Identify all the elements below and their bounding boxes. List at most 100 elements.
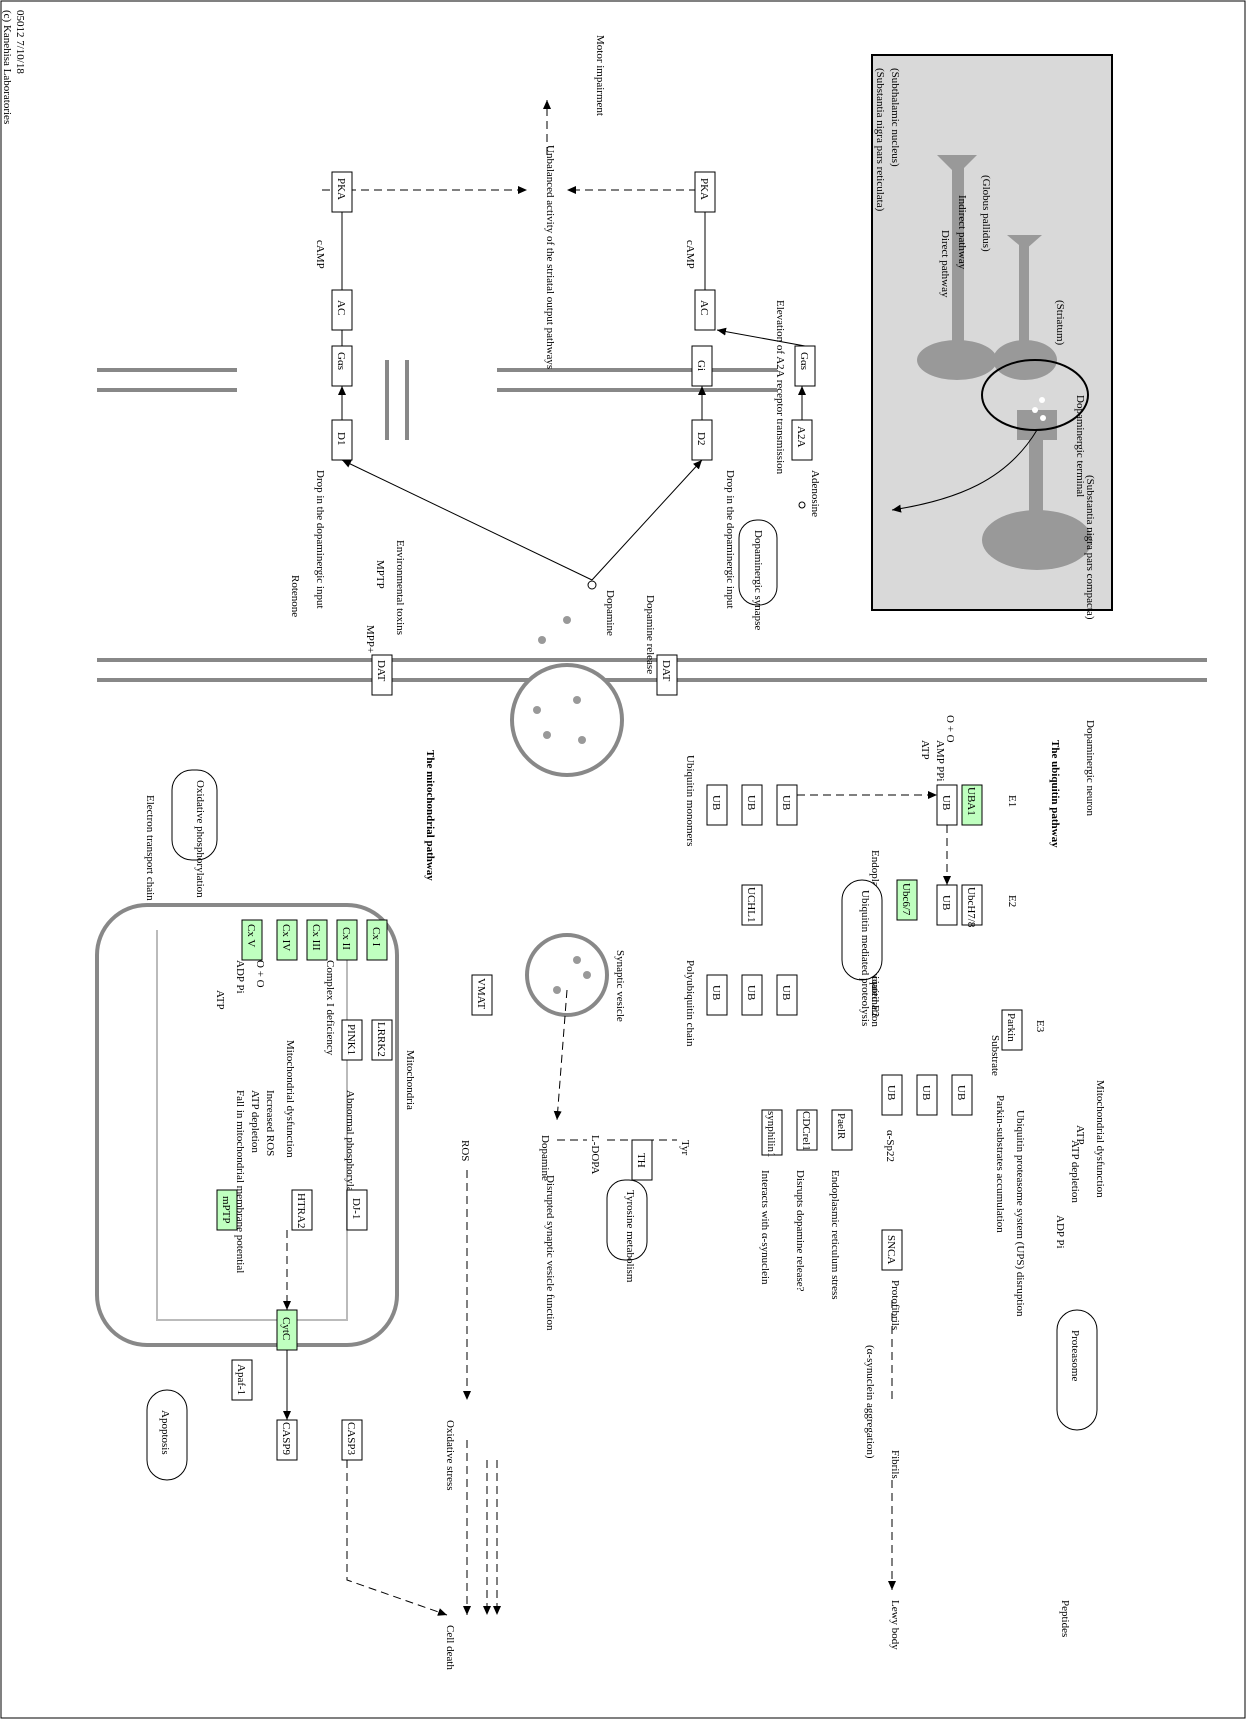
gas-box-left[interactable]: Gαs <box>332 346 352 386</box>
ub-chain-3[interactable]: UB <box>707 975 727 1015</box>
ub-mono-2[interactable]: UB <box>742 785 762 825</box>
synphilin1-box[interactable]: synphilin1 <box>762 1110 782 1157</box>
cx4-box[interactable]: Cx IV <box>277 920 297 960</box>
parkin-accum: Parkin-substrates accumulation <box>994 1095 1006 1233</box>
gas-box-right[interactable]: Gαs <box>795 346 815 386</box>
ac-box-left[interactable]: AC <box>332 290 352 330</box>
ub-box-e2[interactable]: UB <box>937 885 957 925</box>
atp-m: ATP <box>214 990 226 1010</box>
ox-stress-label: Oxidative stress <box>444 1420 456 1491</box>
pka-box-left[interactable]: PKA <box>332 172 352 212</box>
ub-box-e1[interactable]: UB <box>937 785 957 825</box>
adp-pi-m: ADP Pi <box>234 960 246 994</box>
dat-box-left[interactable]: DAT <box>372 655 392 695</box>
interacts-syn-label: Interacts with α-synuclein <box>759 1170 771 1285</box>
ups-label: Ubiquitin proteasome system (UPS) disrup… <box>1014 1110 1026 1317</box>
th-box[interactable]: TH <box>632 1140 652 1180</box>
cdcrel1-box[interactable]: CDCrel1 <box>797 1110 817 1151</box>
ub-e3-3[interactable]: UB <box>882 1075 902 1115</box>
svg-text:PaelR: PaelR <box>835 1113 847 1140</box>
motor-impairment: Motor impairment <box>594 35 606 116</box>
inset-striatum: (Striatum) <box>1054 300 1066 346</box>
ube2-box[interactable]: UbcH7/8 <box>962 885 982 928</box>
atp-b: ATP <box>1074 1125 1086 1145</box>
svg-text:Parkin: Parkin <box>1005 1013 1017 1042</box>
adenosine-label: Adenosine <box>809 470 821 517</box>
etc-pill[interactable]: Oxidative phosphorylation <box>172 770 217 898</box>
svg-text:Apoptosis: Apoptosis <box>159 1410 171 1455</box>
svg-text:D1: D1 <box>335 432 347 445</box>
mptp-pore-box[interactable]: mPTP <box>217 1190 237 1230</box>
a2a-box[interactable]: A2A <box>792 420 812 460</box>
casp9-box[interactable]: CASP9 <box>277 1420 297 1460</box>
svg-text:Gαs: Gαs <box>798 352 810 370</box>
ac-box-right[interactable]: AC <box>695 290 715 330</box>
dopaminergic-synapse-pill[interactable]: Dopaminergic synapse <box>739 520 777 630</box>
apoptosis-pill[interactable]: Apoptosis <box>147 1390 187 1480</box>
svg-text:UB: UB <box>940 895 952 910</box>
pka-box-right[interactable]: PKA <box>695 172 715 212</box>
o-plus-o-a: O + O <box>944 715 956 743</box>
ub-chain-2[interactable]: UB <box>742 975 762 1015</box>
mito-dys-label: Mitochondrial dysfunction <box>1094 1080 1106 1198</box>
svg-text:Proteasome: Proteasome <box>1069 1330 1081 1381</box>
ub-e3-2[interactable]: UB <box>917 1075 937 1115</box>
casp3-box[interactable]: CASP3 <box>342 1420 362 1460</box>
snca-box[interactable]: SNCA <box>882 1230 902 1270</box>
lrrk2-box[interactable]: LRRK2 <box>372 1020 392 1060</box>
paelr-box[interactable]: PaelR <box>832 1110 852 1150</box>
uchl1-box[interactable]: UCHL1 <box>742 885 762 925</box>
tyrosine-metabolism-pill[interactable]: Tyrosine metabolism <box>607 1180 647 1283</box>
d2-box[interactable]: D2 <box>692 420 712 460</box>
svg-text:CDCrel1: CDCrel1 <box>800 1111 812 1151</box>
svg-text:PINK1: PINK1 <box>345 1024 357 1055</box>
atp-dep2-label: ATP depletion <box>249 1090 261 1153</box>
svg-text:UB: UB <box>920 1085 932 1100</box>
etc-label: Electron transport chain <box>144 795 156 901</box>
ub-mono-1[interactable]: UB <box>777 785 797 825</box>
pink1-box[interactable]: PINK1 <box>342 1020 362 1060</box>
ub-chain-1[interactable]: UB <box>777 975 797 1015</box>
mito-pathway-title: The mitochondrial pathway <box>424 750 436 881</box>
cx3-box[interactable]: Cx III <box>307 920 327 960</box>
fibrils-label: Fibrils <box>889 1450 901 1479</box>
svg-text:CytC: CytC <box>280 1317 292 1340</box>
e1-label: E1 <box>1006 795 1018 807</box>
dopaminergic-neuron-label: Dopaminergic neuron <box>1084 720 1096 817</box>
gi-box[interactable]: Gi <box>692 346 712 386</box>
env-toxins: Environmental toxins <box>394 540 406 635</box>
svg-text:Ubc6/7: Ubc6/7 <box>900 883 912 916</box>
svg-text:TH: TH <box>635 1153 647 1168</box>
elevation-a2a: Elevation of A2A receptor transmission <box>774 300 786 475</box>
drop-dopaminergic-1: Drop in the dopaminergic input <box>314 470 326 609</box>
peptides-label: Peptides <box>1059 1600 1071 1637</box>
e3-label: E3 <box>1034 1020 1046 1033</box>
cx2-box[interactable]: Cx II <box>337 920 357 960</box>
svg-text:UB: UB <box>955 1085 967 1100</box>
svg-text:Apaf-1: Apaf-1 <box>235 1364 247 1395</box>
cx1-box[interactable]: Cx I <box>367 920 387 960</box>
cytc-box[interactable]: CytC <box>277 1310 297 1350</box>
ubc6-box[interactable]: Ubc6/7 <box>897 880 917 920</box>
ub-mono-3[interactable]: UB <box>707 785 727 825</box>
synaptic-vesicle <box>527 935 607 1015</box>
pathway-content: 05012 7/10/18 (c) Kanehisa Laboratories … <box>1 10 1207 1670</box>
proteasome-pill[interactable]: Proteasome <box>1057 1310 1097 1430</box>
svg-text:AC: AC <box>698 300 710 315</box>
inset-reticulata: (Substantia nigra pars reticulata) <box>874 68 886 212</box>
dj1-box[interactable]: DJ-1 <box>347 1190 367 1230</box>
vmat-box[interactable]: VMAT <box>472 975 492 1015</box>
uba1-box[interactable]: UBA1 <box>962 785 982 825</box>
parkin-box[interactable]: Parkin <box>1002 1010 1022 1050</box>
ub-monomers: UB UB UB <box>707 785 797 825</box>
d1-box[interactable]: D1 <box>332 420 352 460</box>
ub-e3-1[interactable]: UB <box>952 1075 972 1115</box>
svg-text:UB: UB <box>780 985 792 1000</box>
cx5-box[interactable]: Cx V <box>242 920 262 960</box>
amp-ppi: AMP PPi <box>934 740 946 781</box>
apaf1-box[interactable]: Apaf-1 <box>232 1360 252 1400</box>
dat-box-right[interactable]: DAT <box>657 655 677 695</box>
htra2-box[interactable]: HTRA2 <box>292 1190 312 1230</box>
